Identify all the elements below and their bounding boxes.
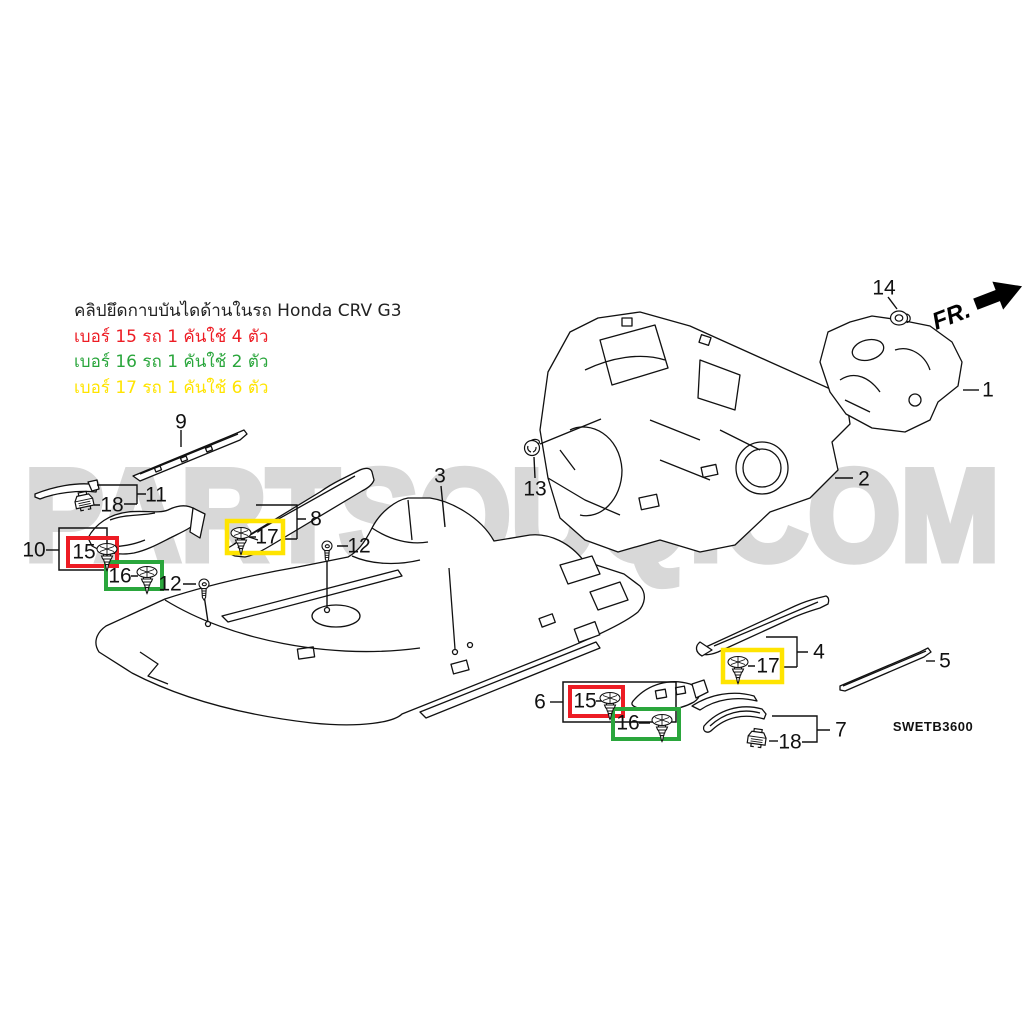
- callout-15-left: 15: [72, 541, 95, 564]
- callout-13: 13: [523, 478, 546, 501]
- callout-9: 9: [175, 411, 187, 434]
- note-block: คลิปยึดกาบบันไดด้านในรถ Honda CRV G3 เบอ…: [74, 299, 402, 401]
- callout-12-left: 12: [158, 573, 181, 596]
- group-box-part6: [562, 681, 677, 723]
- highlight-box-15-bottom: [568, 685, 625, 718]
- part-3-floor-carpet: [95, 497, 645, 726]
- highlight-box-16-bottom: [611, 707, 681, 741]
- part-4-sill-garnish: [695, 595, 830, 657]
- callout-5: 5: [939, 650, 951, 673]
- fr-label: FR.: [928, 297, 974, 336]
- diagram-code: SWETB3600: [893, 719, 973, 734]
- highlight-box-15-left: [66, 536, 119, 568]
- callout-18-left: 18: [100, 494, 123, 517]
- grommet-icon-14: [889, 310, 911, 326]
- callout-14: 14: [872, 277, 896, 300]
- callout-8: 8: [310, 508, 322, 531]
- note-title: คลิปยึดกาบบันไดด้านในรถ Honda CRV G3: [74, 301, 402, 321]
- part-6-bracket: [631, 679, 758, 712]
- fr-arrow-icon: [973, 281, 1023, 310]
- callout-1: 1: [982, 379, 994, 402]
- leader-lines: [46, 296, 979, 743]
- callout-17-right: 17: [756, 655, 779, 678]
- callout-4: 4: [813, 641, 825, 664]
- part-2-dash-insulator: [539, 311, 851, 553]
- callout-16-left: 16: [108, 565, 131, 588]
- callout-18-right: 18: [778, 731, 801, 754]
- callout-2: 2: [858, 468, 870, 491]
- callout-3: 3: [434, 465, 446, 488]
- highlight-box-16-left: [104, 560, 164, 591]
- callout-17-middle: 17: [255, 526, 278, 549]
- note-line-red: เบอร์ 15 รถ 1 คันใช้ 4 ตัว: [74, 326, 269, 347]
- callout-15-bottom: 15: [573, 690, 596, 713]
- push-clip-icon-17-right: [727, 655, 749, 685]
- part-1-insulator: [819, 315, 963, 433]
- clip-icon-18-right: [746, 727, 768, 749]
- callout-10: 10: [22, 539, 45, 562]
- callout-11: 11: [145, 484, 167, 507]
- fr-direction-indicator: FR.: [928, 281, 1023, 336]
- note-line-green: เบอร์ 16 รถ 1 คันใช้ 2 ตัว: [74, 352, 269, 372]
- part-9-strip: [132, 429, 248, 482]
- part-5-sill-strip: [839, 647, 932, 692]
- callout-7: 7: [835, 719, 847, 742]
- callout-6: 6: [534, 691, 546, 714]
- highlight-box-17-right: [720, 647, 785, 685]
- note-line-yellow: เบอร์ 17 รถ 1 คันใช้ 6 ตัว: [74, 377, 269, 398]
- callout-12-right: 12: [347, 535, 370, 558]
- part-7-trim-arc: [702, 706, 767, 733]
- highlight-box-17-middle: [224, 518, 286, 556]
- callout-16-bottom: 16: [616, 712, 639, 735]
- part-11-trim: [34, 479, 100, 500]
